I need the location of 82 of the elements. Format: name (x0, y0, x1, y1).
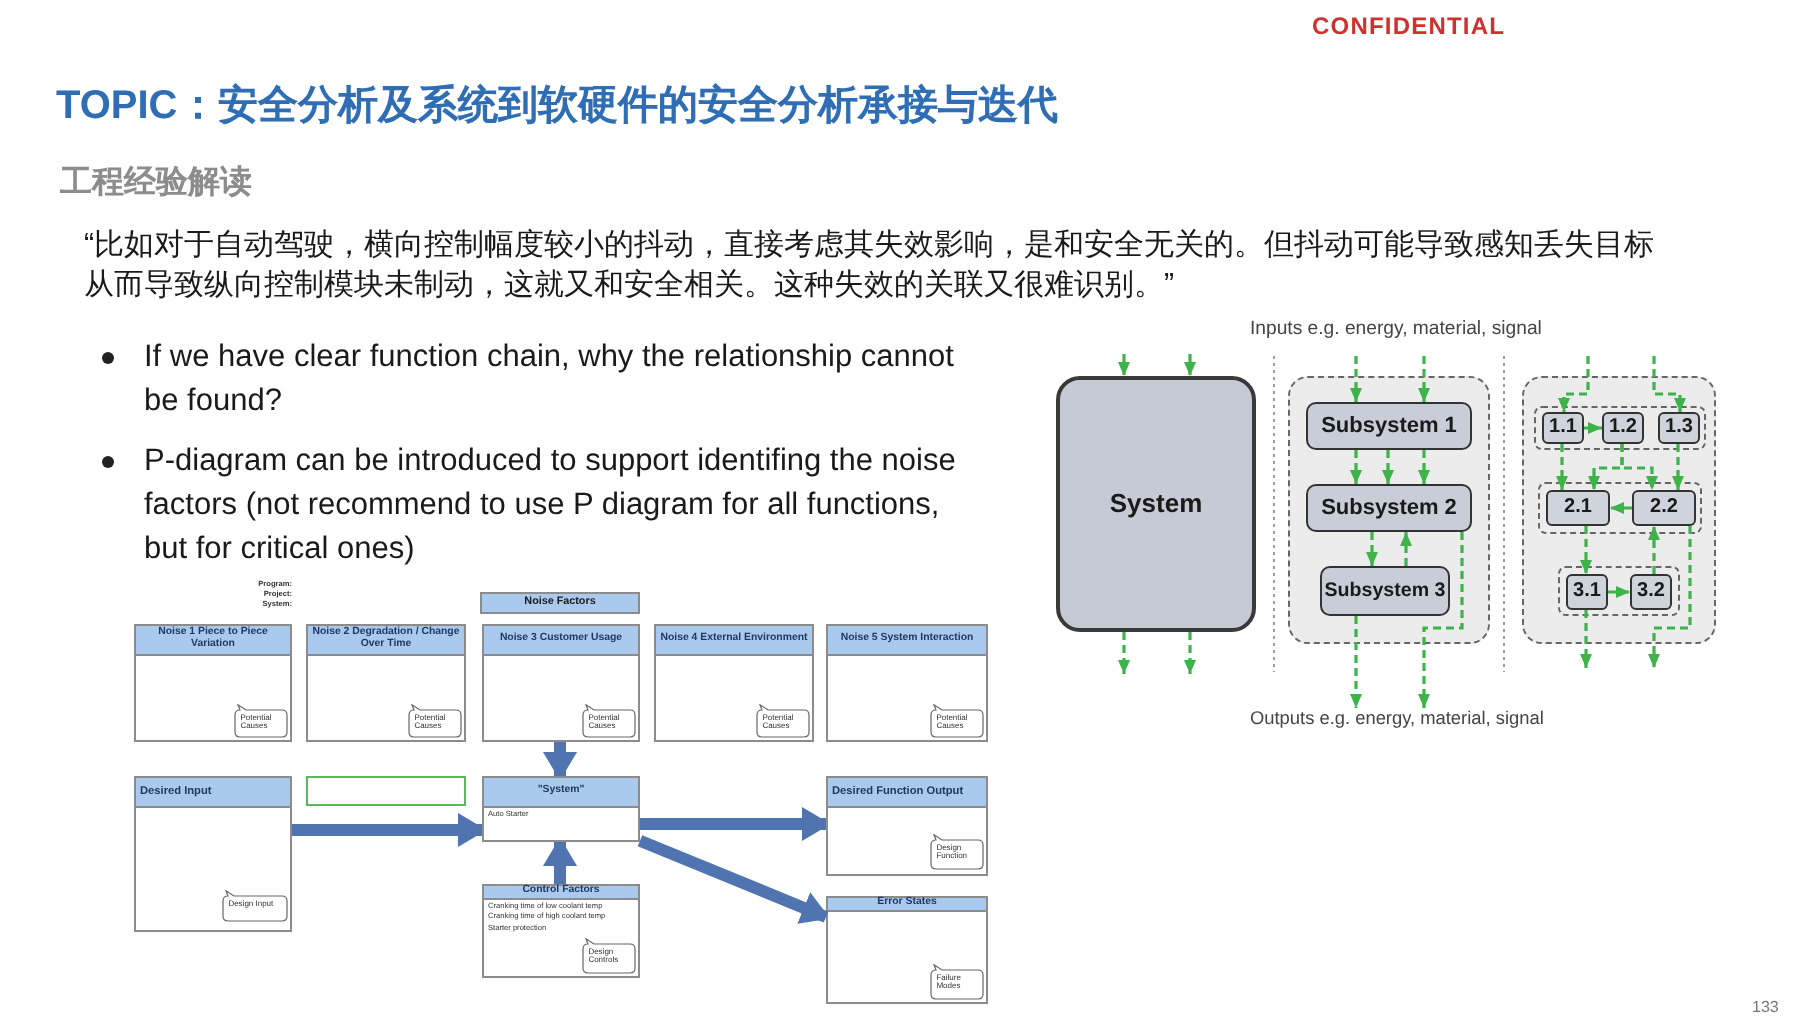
component-label: 3.1 (1573, 580, 1601, 604)
dashed-arrow (1584, 422, 1602, 434)
dashed-container (1522, 376, 1716, 644)
callout-bubble (582, 938, 637, 975)
callout-bubble (930, 964, 985, 1001)
subsystem-label: Subsystem 3 (1324, 579, 1446, 603)
subsystem-label: Subsystem 2 (1321, 495, 1457, 521)
callout-bubble (582, 704, 637, 739)
component-box (1566, 574, 1608, 610)
dashed-arrow (1350, 616, 1362, 708)
subsystem-box (1320, 566, 1450, 616)
noise-box (134, 624, 292, 742)
callout-bubble (930, 834, 985, 871)
component-label: 1.2 (1609, 416, 1637, 440)
noise-box (826, 624, 988, 742)
bullet-text: If we have clear function chain, why the relationship cannot be found? (144, 338, 956, 422)
system-box (482, 776, 640, 842)
page-number: 133 (1752, 998, 1779, 1018)
callout-bubble (930, 704, 985, 739)
system-block (1056, 376, 1256, 632)
dashed-arrow (1350, 450, 1362, 484)
dashed-group (1538, 482, 1702, 534)
bullet-text: P-diagram can be introduced to support identifing the noise factors (not recommend to use P diagram for all functions, but for critical ones) (144, 442, 958, 570)
dashed-arrow (1620, 444, 1658, 490)
dashed-arrow (1648, 526, 1660, 574)
component-box (1602, 412, 1644, 444)
component-box (1658, 412, 1700, 444)
dashed-arrow (1366, 532, 1378, 566)
dashed-arrow (1558, 356, 1590, 412)
dashed-arrow (1418, 356, 1430, 402)
component-box (1546, 490, 1610, 526)
inputs-caption: Inputs e.g. energy, material, signal (1250, 318, 1542, 341)
output-box (826, 776, 988, 876)
component-box (1632, 490, 1696, 526)
dashed-arrow (1556, 444, 1568, 490)
dashed-arrow (1610, 502, 1632, 514)
callout-bubble (234, 704, 289, 739)
component-label: 2.1 (1564, 496, 1592, 520)
component-label: 2.2 (1650, 496, 1678, 520)
dashed-arrow (1184, 354, 1196, 376)
dashed-container (1288, 376, 1490, 644)
subsystem-label: Subsystem 1 (1321, 413, 1457, 439)
outputs-caption: Outputs e.g. energy, material, signal (1250, 708, 1544, 731)
dashed-arrow (1418, 532, 1464, 708)
input-box (134, 776, 292, 932)
dashed-arrow (1418, 450, 1430, 484)
dashed-arrow (1184, 632, 1196, 674)
noise-box (482, 624, 640, 742)
error-box (826, 896, 988, 1004)
noise-box (306, 624, 466, 742)
header-band (480, 592, 640, 614)
component-box (1630, 574, 1672, 610)
callout-bubble (756, 704, 811, 739)
callout-bubble (408, 704, 463, 739)
component-label: 1.3 (1665, 416, 1693, 440)
noise-box (654, 624, 814, 742)
component-box (1542, 412, 1584, 444)
confidential-mark: CONFIDENTIAL (1312, 12, 1506, 41)
dashed-arrow (1350, 356, 1362, 402)
dashed-arrow (1118, 354, 1130, 376)
dashed-arrow (1608, 586, 1630, 598)
dashed-group (1558, 566, 1680, 616)
dashed-arrow (1652, 356, 1686, 412)
slide-title: TOPIC：安全分析及系统到软硬件的安全分析承接与迭代 (56, 81, 1058, 132)
subsystem-box (1306, 484, 1472, 532)
empty-box (306, 776, 466, 806)
dashed-arrow (1400, 532, 1412, 566)
system-label: System (1109, 489, 1203, 519)
subtitle: 工程经验解读 (60, 164, 252, 203)
dashed-group (1534, 406, 1706, 450)
subsystem-box (1306, 402, 1472, 450)
component-label: 3.2 (1637, 580, 1665, 604)
dashed-arrow (1672, 444, 1684, 490)
control-box (482, 884, 640, 978)
component-label: 1.1 (1549, 416, 1577, 440)
dashed-arrow (1580, 526, 1592, 574)
dashed-arrow (1382, 450, 1394, 484)
dashed-arrow (1118, 632, 1130, 674)
dashed-arrow (1648, 526, 1692, 668)
quote-text: “比如对于自动驾驶，横向控制幅度较小的抖动，直接考虑其失效影响，是和安全无关的。但抖动可能导致感知丢失目标从而导致纵向控制模块未制动，这就又和安全相关。这种失效的关联又很难识别。” (84, 226, 1657, 306)
dashed-arrow (1580, 610, 1592, 668)
callout-bubble (222, 890, 289, 923)
